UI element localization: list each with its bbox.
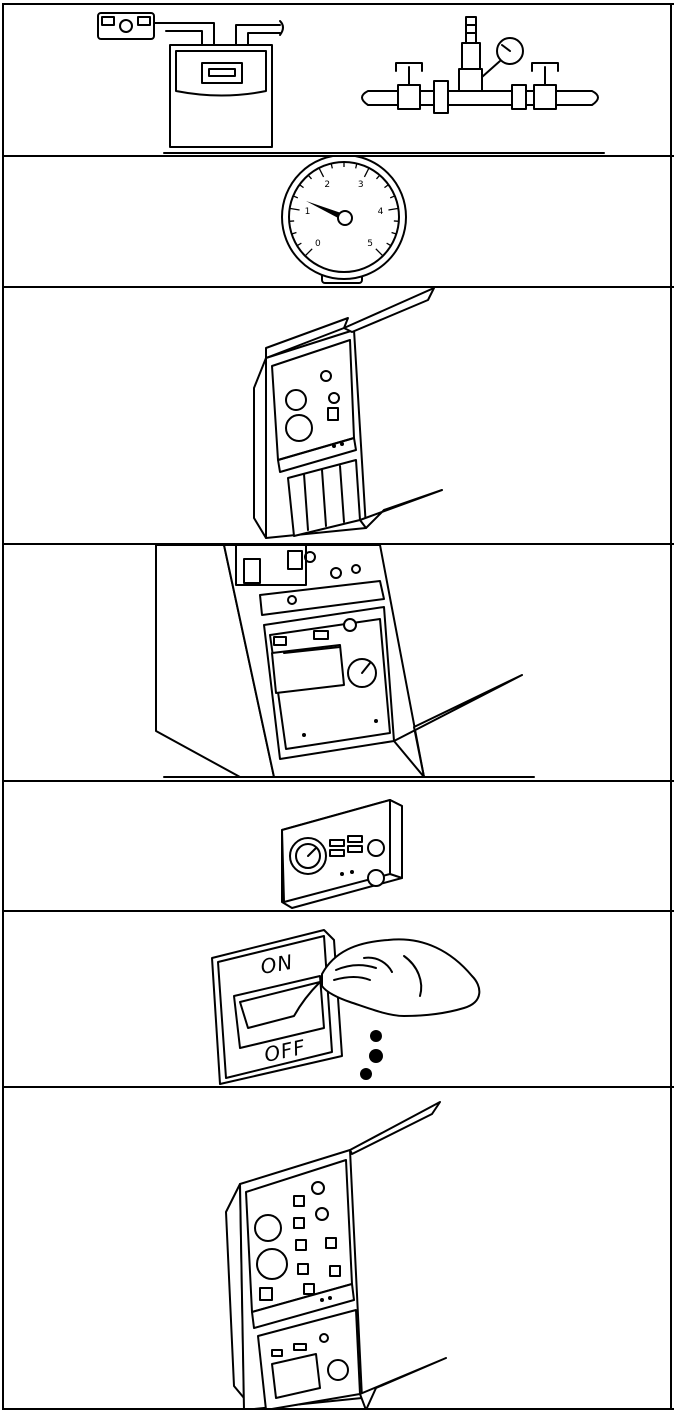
- gauge-scale-label: 4: [378, 207, 384, 217]
- panel-boiler-control-panel-closeup: [2, 545, 672, 780]
- water-valve-left-icon: [398, 85, 420, 109]
- full-temp-gauge-icon: [255, 1215, 281, 1241]
- indicator-dot-2: [360, 1068, 372, 1080]
- pressure-gauge-illustration: 0 1 2 3 4 5: [4, 157, 670, 286]
- gauge-scale-label: 2: [324, 180, 330, 190]
- gauge-scale-label: 1: [305, 207, 311, 217]
- thermostat-illustration: [4, 782, 670, 910]
- gauge-scale-label: 3: [358, 180, 364, 190]
- panel-boiler-control-panel-full: [2, 1088, 672, 1410]
- temperature-gauge-icon: [286, 390, 306, 410]
- full-timer-dial-icon: [328, 1360, 348, 1380]
- thermostat-knob-bottom-icon: [368, 870, 384, 886]
- panel-main-switch: ON OFF: [2, 912, 672, 1086]
- gauge-scale-label: 0: [315, 239, 321, 249]
- indicator-dot-3: [370, 1030, 382, 1042]
- boiler-panel-illustration: [4, 288, 670, 543]
- control-knob-icon: [286, 415, 312, 441]
- thermostat-knob-top-icon: [368, 840, 384, 856]
- indicator-dot-1: [369, 1049, 383, 1063]
- water-valve-right-icon: [534, 85, 556, 109]
- panel-boiler-control-panel: [2, 288, 672, 543]
- panel-room-thermostat-timer: [2, 782, 672, 910]
- panel-gas-and-water-supply: [2, 5, 672, 155]
- boiler-full-illustration: [4, 1088, 670, 1410]
- main-switch-illustration: ON OFF: [4, 912, 670, 1086]
- gas-and-water-illustration: [4, 5, 670, 155]
- pressure-reducer-icon: [462, 43, 480, 69]
- gauge-scale-label: 5: [367, 239, 373, 249]
- gauge-hub: [338, 211, 352, 225]
- boiler-closeup-illustration: [4, 545, 670, 780]
- panel-pressure-gauge: 0 1 2 3 4 5: [2, 157, 672, 286]
- full-pressure-gauge-icon: [257, 1249, 287, 1279]
